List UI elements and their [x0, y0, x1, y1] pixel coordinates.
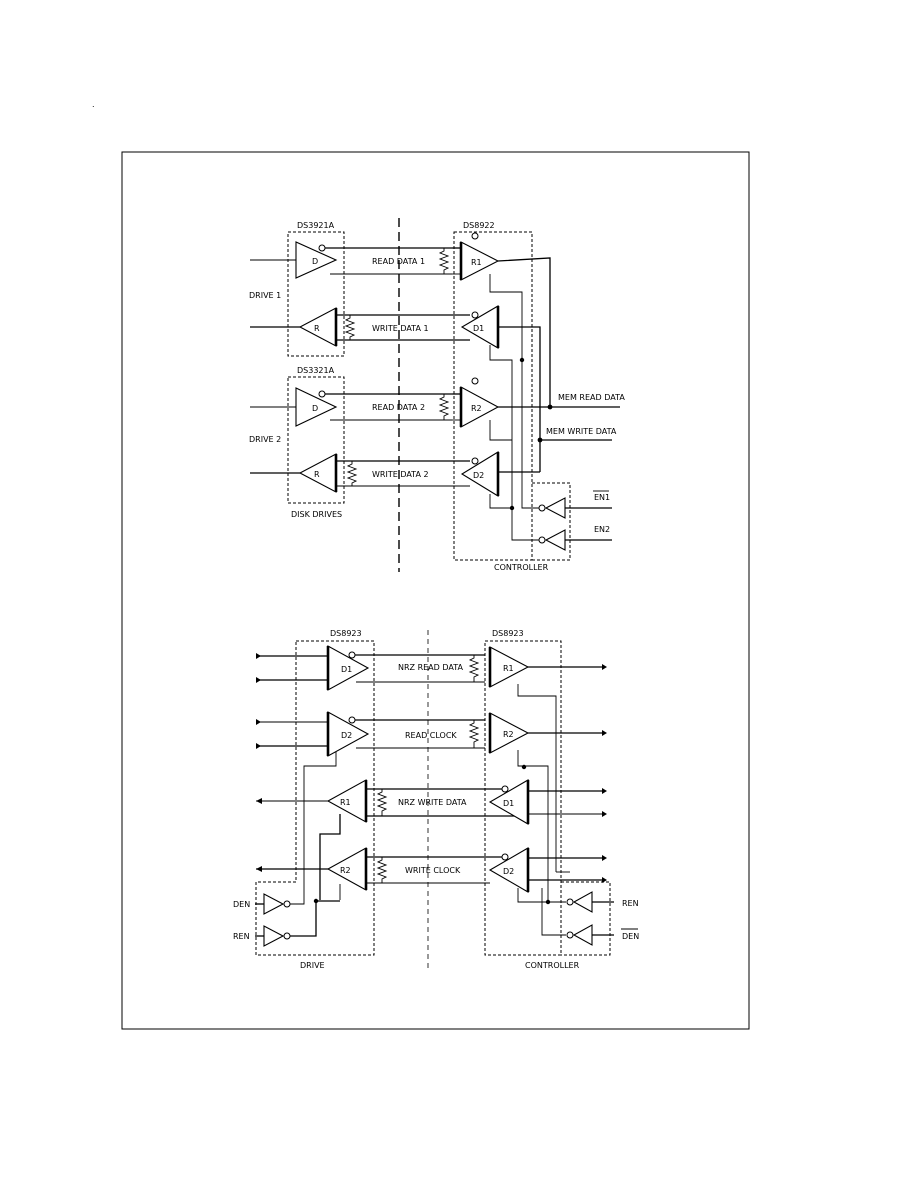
drive-ren-label: REN: [233, 932, 250, 941]
top-diagram: DS3921A DS8922 DS3321A DRIVE 1 DRIVE 2 D…: [249, 218, 625, 572]
controller-r1-label: R1: [471, 258, 482, 267]
drive-den-inverter: [263, 893, 285, 915]
bottom-diagram: DS8923 DS8923 DRIVE CONTROLLER D1 NRZ RE…: [233, 629, 639, 970]
drive-1-label: DRIVE 1: [249, 291, 281, 300]
drive-r2-label: R2: [340, 866, 351, 875]
controller-box: [453, 231, 533, 561]
top-chip-label-driver-1: DS3921A: [297, 221, 335, 230]
driver-2-box: [287, 376, 345, 504]
controller-den-label: DEN: [622, 932, 639, 941]
nrz-read-data-label: NRZ READ DATA: [398, 663, 463, 672]
controller-b-r1-label: R1: [503, 664, 514, 673]
top-controller-label: CONTROLLER: [494, 563, 549, 572]
en2-label: EN2: [594, 525, 610, 534]
page-corner-mark: .: [92, 100, 95, 109]
bottom-chip-label-controller: DS8923: [492, 629, 524, 638]
write-data-1-label: WRITE DATA 1: [372, 324, 429, 333]
controller-r2-label: R2: [471, 404, 482, 413]
drive-d1-label: D1: [341, 665, 352, 674]
drive-2-label: DRIVE 2: [249, 435, 281, 444]
nrz-write-data-label: NRZ WRITE DATA: [398, 798, 467, 807]
controller-b-d1-label: D1: [503, 799, 514, 808]
controller-d2-label: D2: [473, 471, 484, 480]
controller-b-r2-label: R2: [503, 730, 514, 739]
bottom-controller-box-extension: [561, 881, 611, 956]
disk-drives-label: DISK DRIVES: [291, 510, 342, 519]
drive-ren-inverter: [263, 925, 285, 947]
bottom-controller-box: [484, 640, 562, 956]
driver-2-d-gate: [295, 387, 338, 427]
controller-b-d2-label: D2: [503, 867, 514, 876]
drive-den-label: DEN: [233, 900, 250, 909]
mem-read-data-label: MEM READ DATA: [558, 393, 625, 402]
controller-ren-inverter: [572, 891, 593, 913]
read-data-1-label: READ DATA 1: [372, 257, 425, 266]
controller-box-extension: [532, 482, 571, 561]
driver-1-d-label: D: [312, 257, 318, 266]
controller-d1-label: D1: [473, 324, 484, 333]
mem-write-data-label: MEM WRITE DATA: [546, 427, 617, 436]
drive-r1-label: R1: [340, 798, 351, 807]
write-data-2-label: WRITE DATA 2: [372, 470, 429, 479]
top-chip-label-driver-2: DS3321A: [297, 366, 335, 375]
drive-d2-label: D2: [341, 731, 352, 740]
en1-label: EN1: [594, 493, 610, 502]
driver-2-r-label: R: [314, 470, 320, 479]
figure-frame: [121, 151, 750, 1030]
drive-box: [255, 640, 375, 956]
bottom-drive-label: DRIVE: [300, 961, 325, 970]
en2-inverter: [544, 529, 566, 551]
top-chip-label-controller: DS8922: [463, 221, 495, 230]
controller-den-inverter: [572, 924, 593, 946]
en1-inverter: [544, 497, 566, 519]
read-clock-label: READ CLOCK: [405, 731, 457, 740]
read-data-2-label: READ DATA 2: [372, 403, 425, 412]
driver-1-d-gate: [295, 241, 338, 279]
driver-1-box: [287, 231, 345, 357]
write-clock-label: WRITE CLOCK: [405, 866, 461, 875]
controller-ren-label: REN: [622, 899, 639, 908]
bottom-controller-label: CONTROLLER: [525, 961, 580, 970]
bottom-chip-label-drive: DS8923: [330, 629, 362, 638]
driver-2-d-label: D: [312, 404, 318, 413]
driver-1-r-label: R: [314, 324, 320, 333]
